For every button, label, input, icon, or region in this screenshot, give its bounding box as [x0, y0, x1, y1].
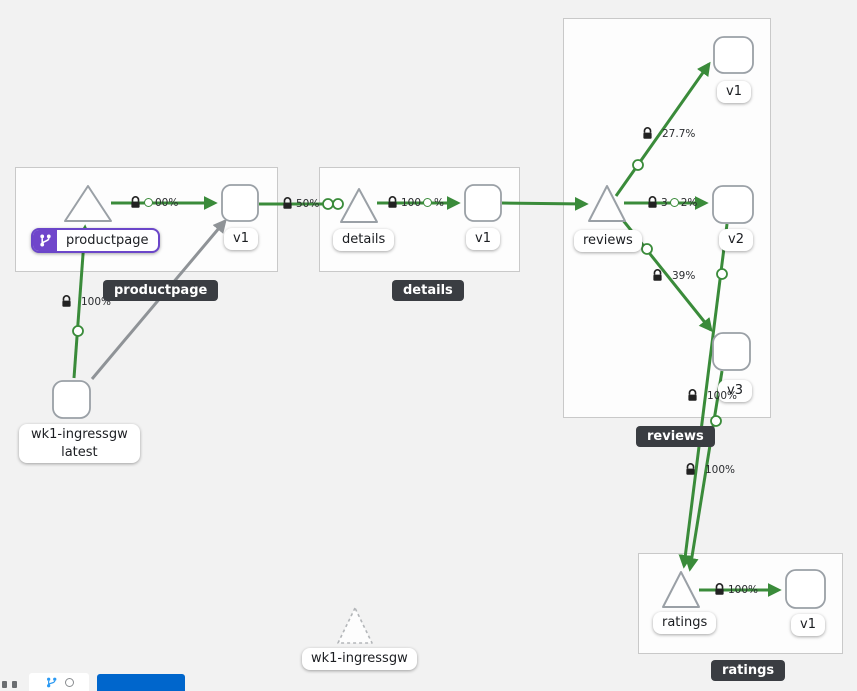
mtls-lock-icon	[686, 463, 695, 475]
edge-label-reviews-v3: 39%	[651, 269, 695, 282]
edge-label-productpage-details: 50%	[281, 197, 319, 210]
productpage-v1-label: v1	[224, 228, 258, 250]
mtls-lock-icon	[283, 197, 292, 209]
node-ratings-service-triangle[interactable]	[662, 571, 700, 608]
cut-off-corner-glyphs	[2, 681, 17, 688]
mtls-lock-icon	[653, 269, 662, 281]
ratings-v1-label: v1	[791, 614, 825, 636]
edge-label-v3-ratings: 100%	[684, 463, 735, 476]
mtls-lock-icon	[688, 389, 697, 401]
ingress-service-label: wk1-ingressgw	[302, 648, 417, 670]
mtls-lock-icon	[648, 196, 657, 208]
node-productpage-v1[interactable]	[221, 184, 259, 222]
productpage-service-label-text: productpage	[66, 233, 149, 248]
edge-label-reviews-v1: 27.7%	[641, 127, 695, 140]
edge-marker-circle	[641, 243, 653, 255]
node-ingress-service-triangle-idle[interactable]	[337, 607, 373, 644]
tooltip-details: details	[392, 280, 464, 301]
graph-fork-icon	[46, 677, 56, 687]
reviews-v1-label: v1	[717, 81, 751, 103]
edge-label-v2-ratings: 100%	[686, 389, 737, 402]
node-reviews-service-triangle[interactable]	[588, 185, 626, 222]
edge-reviews-v3-to-ratings[interactable]	[684, 370, 724, 572]
tooltip-productpage: productpage	[103, 280, 219, 301]
node-details-service-triangle[interactable]	[340, 188, 378, 223]
reviews-v3-label: v3	[718, 380, 752, 402]
virtual-service-icon	[33, 230, 57, 251]
tooltip-reviews: reviews	[636, 426, 715, 447]
edge-reviews-v2-to-ratings[interactable]	[678, 223, 729, 569]
mtls-lock-icon	[62, 295, 71, 307]
reviews-v2-label: v2	[719, 229, 753, 251]
edge-marker-circle	[716, 268, 728, 280]
mtls-lock-icon	[715, 583, 724, 595]
mtls-lock-icon	[643, 127, 652, 139]
node-productpage-service-triangle[interactable]	[64, 185, 112, 222]
mtls-lock-icon	[388, 196, 397, 208]
node-details-v1[interactable]	[464, 184, 502, 222]
ingress-workload-label-line1: wk1-ingressgw	[31, 427, 128, 442]
details-v1-label: v1	[466, 228, 500, 250]
edge-marker-circle	[72, 325, 84, 337]
edge-label-reviews-v2: 3 2%	[646, 196, 697, 209]
edge-marker-circle	[322, 198, 334, 210]
details-service-label: details	[333, 229, 395, 251]
ingress-workload-label: wk1-ingressgw latest	[19, 424, 140, 464]
node-reviews-v2[interactable]	[712, 185, 754, 224]
mtls-lock-icon	[131, 196, 140, 208]
edge-details-v1-to-reviews[interactable]	[501, 196, 589, 211]
graph-type-chip[interactable]	[29, 673, 89, 691]
edge-reviews-service-to-v1[interactable]	[614, 61, 711, 197]
help-ring-icon	[64, 677, 74, 687]
edge-ring-icon	[669, 198, 679, 207]
legend-button[interactable]	[97, 674, 185, 691]
edge-ring-icon	[144, 198, 153, 207]
edge-marker-circle	[632, 159, 644, 171]
ingress-workload-label-line2: latest	[61, 444, 98, 460]
edge-label-ratings-internal: 100%	[713, 583, 758, 596]
productpage-service-label: productpage	[31, 228, 161, 253]
edge-label-productpage-internal: 00%	[129, 196, 178, 209]
edge-marker-circle	[332, 198, 344, 210]
ratings-service-label: ratings	[653, 612, 717, 634]
edge-marker-circle	[710, 415, 722, 427]
edge-label-details-internal: 100 %	[386, 196, 444, 209]
node-reviews-v3[interactable]	[712, 332, 751, 371]
node-ingress-workload[interactable]	[52, 380, 91, 419]
tooltip-ratings: ratings	[711, 660, 786, 681]
edge-ring-icon	[423, 198, 433, 207]
node-reviews-v1[interactable]	[713, 36, 754, 74]
node-ratings-v1[interactable]	[785, 569, 826, 609]
reviews-service-label: reviews	[574, 230, 642, 252]
